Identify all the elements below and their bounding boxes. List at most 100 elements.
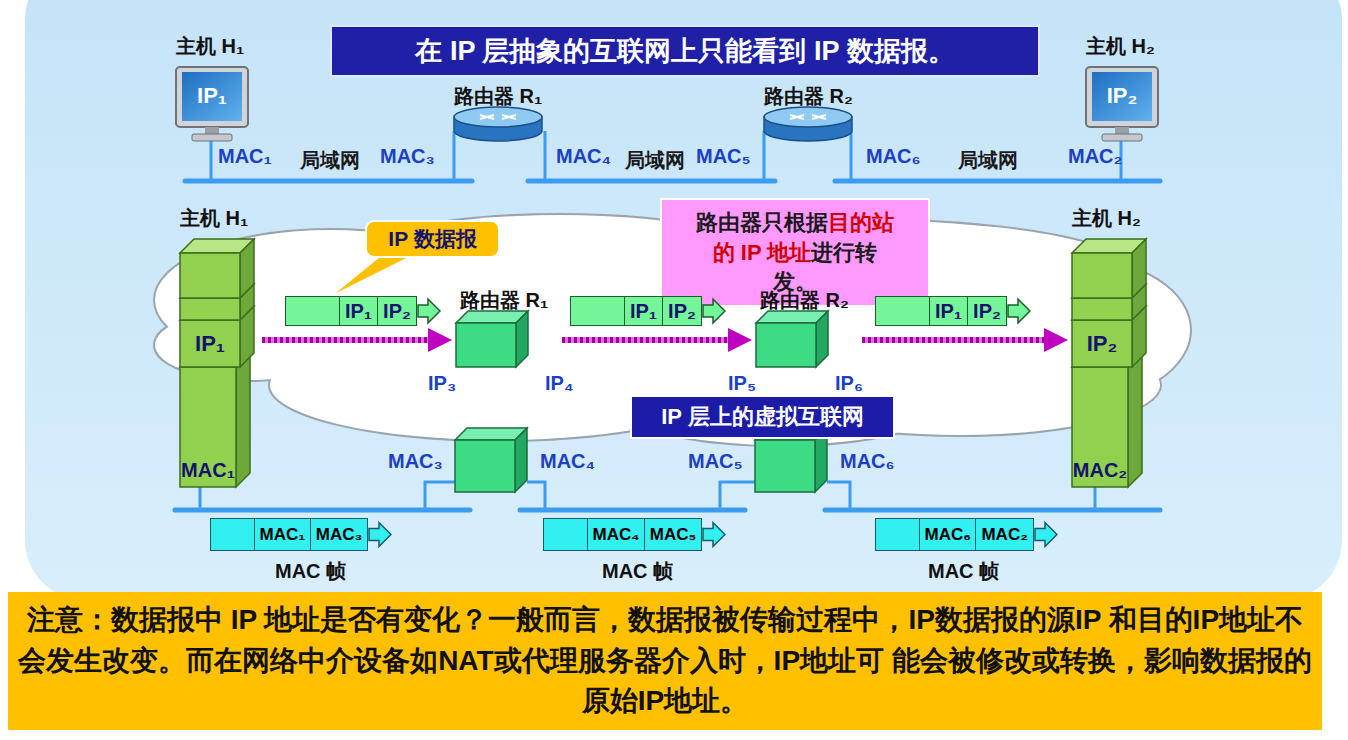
monitor-screen [1092,72,1152,121]
label-slot: MAC 帧 [602,558,673,585]
field-label: MAC₄ [593,525,640,545]
field-label: IP₂ [383,300,411,323]
cube-side [516,311,528,367]
label: MAC 帧 [275,560,346,582]
node-cube: 路由器 R₁ [452,287,562,369]
cube-side [236,353,250,487]
field-cell [285,296,340,326]
field-cell: IP₂ [377,296,417,326]
field-cell [875,518,920,551]
lan-drop [200,131,1121,508]
field-label: IP₂ [973,300,1001,323]
layer-label: IP₂ [1087,331,1118,356]
node-heading-slot: 路由器 R₁ [460,287,548,314]
label: IP₄ [545,372,573,394]
cube-front [180,367,236,487]
cube-front [1072,320,1132,367]
direction-arrow-shape [703,299,725,323]
label-slot: MAC₅ [688,450,743,473]
node-heading-slot: 路由器 R₂ [764,83,853,110]
direction-arrow [1007,296,1031,326]
label-slot: MAC₃ [388,450,443,473]
background-panel [25,0,1342,600]
field-cell: IP₂ [967,296,1007,326]
node-frame: MAC₆MAC₂ [875,518,1058,551]
note-text: 路由器只根据 [696,210,828,235]
cube-front [180,320,240,367]
node-band: IP 层上的虚拟互联网 [630,395,895,439]
field-cell: MAC₅ [644,518,703,551]
field-label: MAC₂ [981,525,1027,545]
arrow-line [262,337,432,343]
box-text: IP 数据报 [388,227,476,250]
node-heading-slot: 路由器 R₁ [454,83,542,110]
field-cell: MAC₂ [975,518,1033,551]
monitor-frame [1086,67,1158,127]
direction-arrow-shape [418,299,440,323]
forward-arrow [262,328,452,352]
cube-side [1128,353,1142,487]
cube-front [1072,298,1132,320]
node-packet: IP₁IP₂ [570,296,726,326]
label: 局域网 [300,149,360,171]
node-pc: 主机 H₁ IP₁ [172,33,256,145]
cube-front [756,323,816,367]
node-router: 路由器 R₁ [448,83,552,145]
direction-arrow-shape [703,523,725,547]
cube-front [456,323,516,367]
field-cell: IP₁ [624,296,664,326]
node-stack: 主机 H₁IP₁MAC₁ [176,205,262,490]
label-slot: MAC₅ [696,145,751,168]
node-heading-slot: 主机 H₂ [1072,205,1141,232]
screen-label: IP₁ [197,83,227,108]
label-slot: MAC₂ [1068,145,1122,168]
node-heading: 主机 H₁ [180,207,248,229]
node-cube: 路由器 R₂ [752,287,862,369]
cube-side [240,239,254,298]
router-top [454,107,542,127]
node-packet: IP₁IP₂ [285,296,441,326]
node-heading-slot: 主机 H₁ [176,33,244,60]
label-slot: 局域网 [958,147,1018,174]
field-cell: IP₁ [929,296,969,326]
callout-tail [330,252,420,297]
field-cell [543,518,588,551]
cube-front [180,253,240,298]
title: 在 IP 层抽象的互联网上只能看到 IP 数据报。 [415,36,954,66]
layer-label-slot: IP₂ [1072,331,1132,357]
node-heading: 路由器 R₁ [460,289,548,311]
node-frame: MAC₁MAC₃ [210,518,392,551]
label: MAC₄ [556,145,611,167]
direction-arrow-shape [1035,523,1057,547]
node-heading-slot: 主机 H₂ [1086,33,1155,60]
node-heading: 主机 H₂ [1072,207,1141,229]
label: MAC₅ [696,145,751,167]
layer-label: MAC₂ [1073,459,1127,481]
arrow-dots [562,337,732,343]
cube-front [180,298,240,320]
box-text: IP 层上的虚拟互联网 [661,404,864,429]
direction-arrow [1034,518,1058,551]
arrow-head [428,328,452,352]
field-cell [210,518,255,551]
field-label: MAC₅ [650,525,697,545]
node-heading: 路由器 R₂ [764,85,853,107]
label-slot: 局域网 [625,147,685,174]
label-slot: MAC₆ [840,450,895,473]
label: MAC₃ [388,450,443,472]
label: MAC₆ [840,450,895,472]
field-label: IP₁ [630,300,657,323]
node-heading: 主机 H₁ [176,35,244,57]
label-slot: MAC₄ [556,145,611,168]
field-cell: MAC₆ [919,518,977,551]
node-heading: 主机 H₂ [1086,35,1155,57]
label: MAC₅ [688,450,743,472]
cube-side [1132,239,1146,298]
monitor-base [1102,134,1142,141]
router-top [764,107,852,127]
cube-front [1072,253,1132,298]
field-label: IP₁ [935,300,962,323]
label: MAC₄ [540,450,595,472]
field-cell [875,296,930,326]
field-cell: MAC₄ [587,518,646,551]
